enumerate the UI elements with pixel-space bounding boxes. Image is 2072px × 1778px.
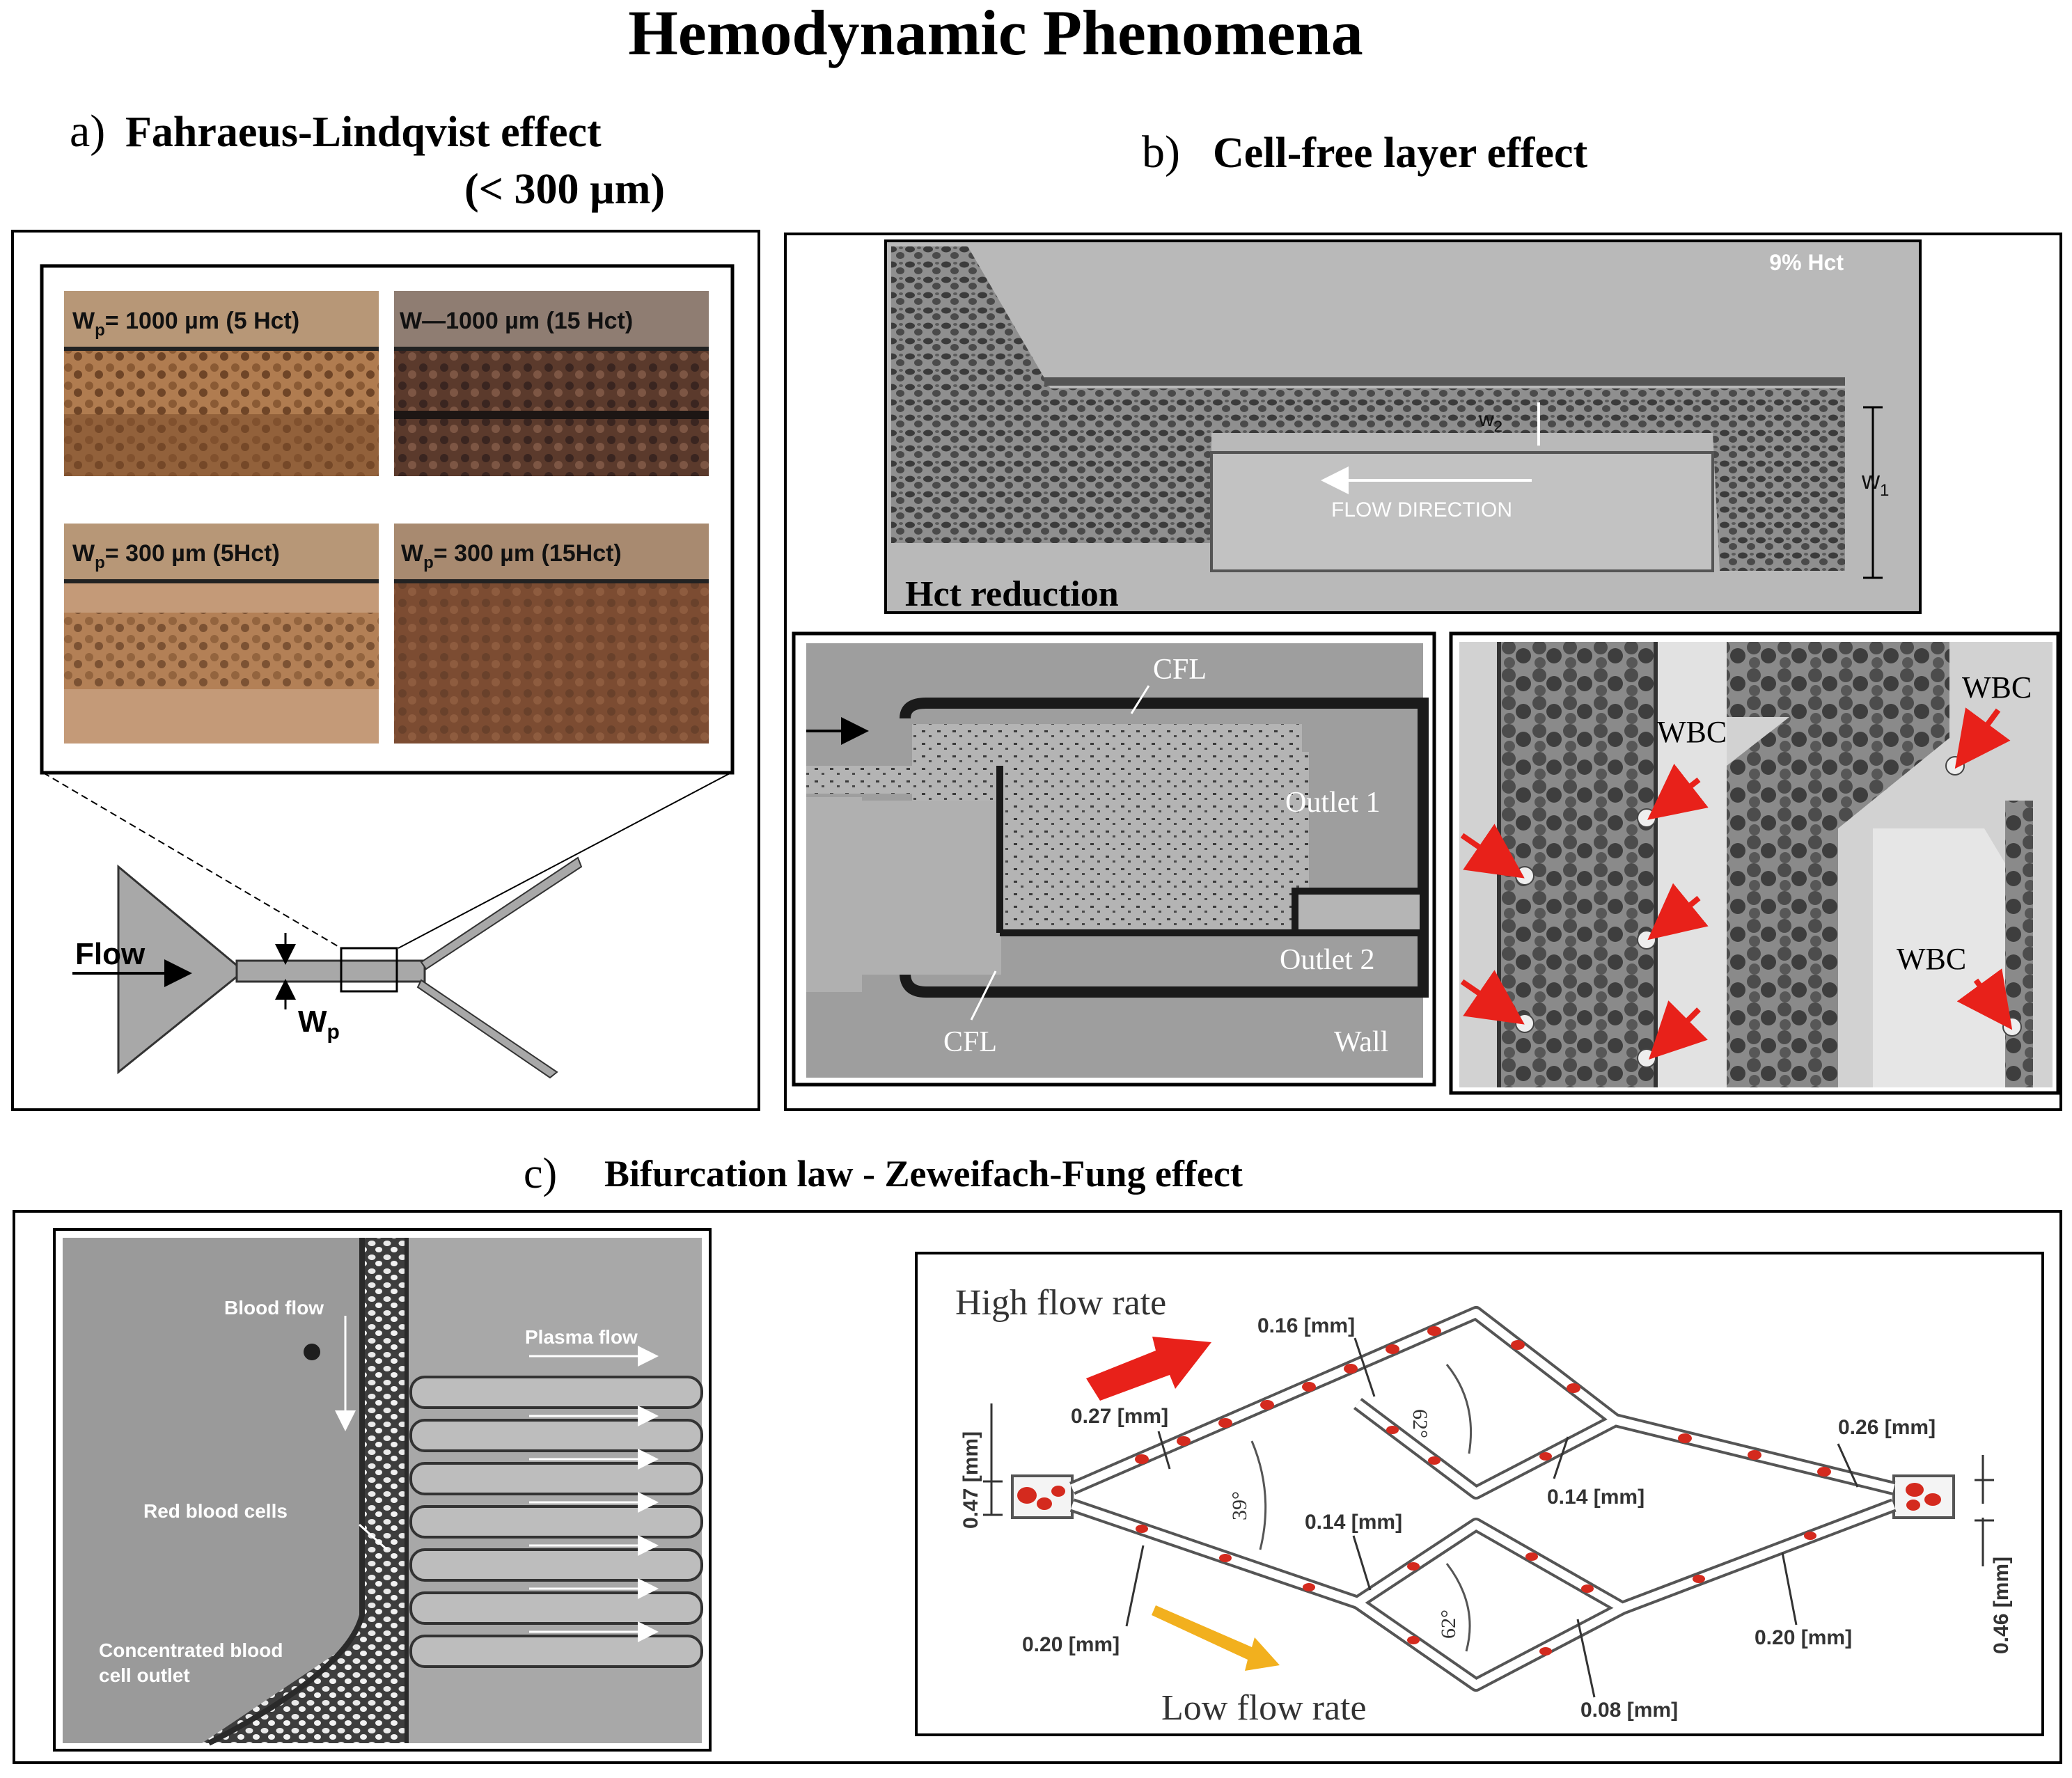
high-flow-arrow [1086,1337,1211,1401]
dim-047: 0.47 [mm] [959,1431,982,1529]
panel-c: c) Bifurcation law - Zeweifach-Fung effe… [13,1150,2062,1764]
dim-014b: 0.14 [mm] [1547,1486,1645,1509]
panel-c-letter: c) [524,1150,557,1197]
bifurcation-schematic: High flow rate Low flow rate 0.16 [mm] 0… [915,1252,2044,1736]
w2-label: w2 [1478,408,1502,435]
dim-046: 0.46 [mm] [1990,1557,2013,1654]
flow-label: Flow [75,937,146,971]
wbc-label-3: WBC [1897,942,1966,976]
micrograph-tr: W—1000 µm (15 Hct) [394,291,709,476]
main-title: Hemodynamic Phenomena [628,0,1363,68]
hct-reduction-image: w2 FLOW DIRECTION 9% Hct w1 Hct reductio… [884,239,1922,614]
panel-a: a) Fahraeus-Lindqvist effect (< 300 µm) … [11,106,760,1111]
dim-020b: 0.20 [mm] [1755,1626,1852,1649]
dim-020a: 0.20 [mm] [1022,1633,1120,1656]
micrograph-grid-frame [40,264,735,775]
dim-016: 0.16 [mm] [1257,1314,1355,1337]
svg-text:W—1000 µm (15 Hct): W—1000 µm (15 Hct) [400,308,633,334]
plasma-flow-label: Plasma flow [525,1326,638,1348]
high-flow-label: High flow rate [955,1283,1166,1323]
hct-percent-label: 9% Hct [1769,250,1844,275]
svg-text:Wp= 1000 µm (5 Hct): Wp= 1000 µm (5 Hct) [72,308,299,340]
outlet1-label: Outlet 1 [1285,787,1380,819]
w1-label: w1 [1861,466,1889,500]
low-flow-arrow [1152,1605,1280,1671]
outlet-label-line2: cell outlet [99,1665,190,1686]
low-flow-label: Low flow rate [1161,1688,1367,1728]
hct-reduction-label: Hct reduction [905,574,1119,614]
panel-a-title: Fahraeus-Lindqvist effect [125,109,602,156]
outlet-label-line1: Concentrated blood [99,1639,283,1661]
panel-a-letter: a) [70,106,105,157]
dim-062b: 62° [1437,1610,1460,1639]
micrograph-br: Wp= 300 µm (15Hct) [394,524,709,744]
cfl-bottom-label: CFL [943,1026,997,1058]
flow-direction-label: FLOW DIRECTION [1331,498,1512,521]
wbc-image: WBC WBC WBC [1449,631,2060,1095]
svg-text:Wp= 300 µm (15Hct): Wp= 300 µm (15Hct) [401,540,622,572]
blood-flow-label: Blood flow [224,1297,324,1319]
wbc-label-1: WBC [1657,715,1727,749]
panel-a-subtitle: (< 300 µm) [464,166,665,213]
dim-039: 39° [1228,1491,1251,1520]
panel-b: b) Cell-free layer effect w2 FLOW DIRECT… [784,127,2062,1111]
wall-label: Wall [1334,1026,1388,1058]
micrograph-bl: Wp= 300 µm (5Hct) [64,524,379,744]
cfl-top-label: CFL [1153,654,1207,686]
wbc-label-2: WBC [1962,670,2032,705]
cfl-image: CFL Outlet 1 Outlet 2 CFL Wall [792,631,1436,1087]
dim-062a: 62° [1408,1409,1431,1438]
svg-text:Wp= 300 µm (5Hct): Wp= 300 µm (5Hct) [72,540,280,572]
dim-014a: 0.14 [mm] [1305,1511,1402,1534]
rbc-label: Red blood cells [143,1500,288,1522]
panel-b-frame [784,233,2062,1111]
panel-a-frame [11,230,760,1111]
width-label: Wp [298,1005,340,1044]
panel-b-title: Cell-free layer effect [1213,129,1587,177]
dim-026: 0.26 [mm] [1838,1416,1936,1439]
dim-008: 0.08 [mm] [1580,1699,1678,1722]
plasma-separation-image: Blood flow Plasma flow Red blood cells C… [53,1228,712,1752]
dim-027: 0.27 [mm] [1071,1405,1168,1428]
panel-b-letter: b) [1142,127,1180,178]
device-diagram: Flow Wp [72,856,583,1079]
micrograph-tl: Wp= 1000 µm (5 Hct) [64,291,379,476]
panel-c-title: Bifurcation law - Zeweifach-Fung effect [604,1153,1243,1195]
panel-c-frame [13,1210,2062,1764]
outlet2-label: Outlet 2 [1280,944,1374,976]
